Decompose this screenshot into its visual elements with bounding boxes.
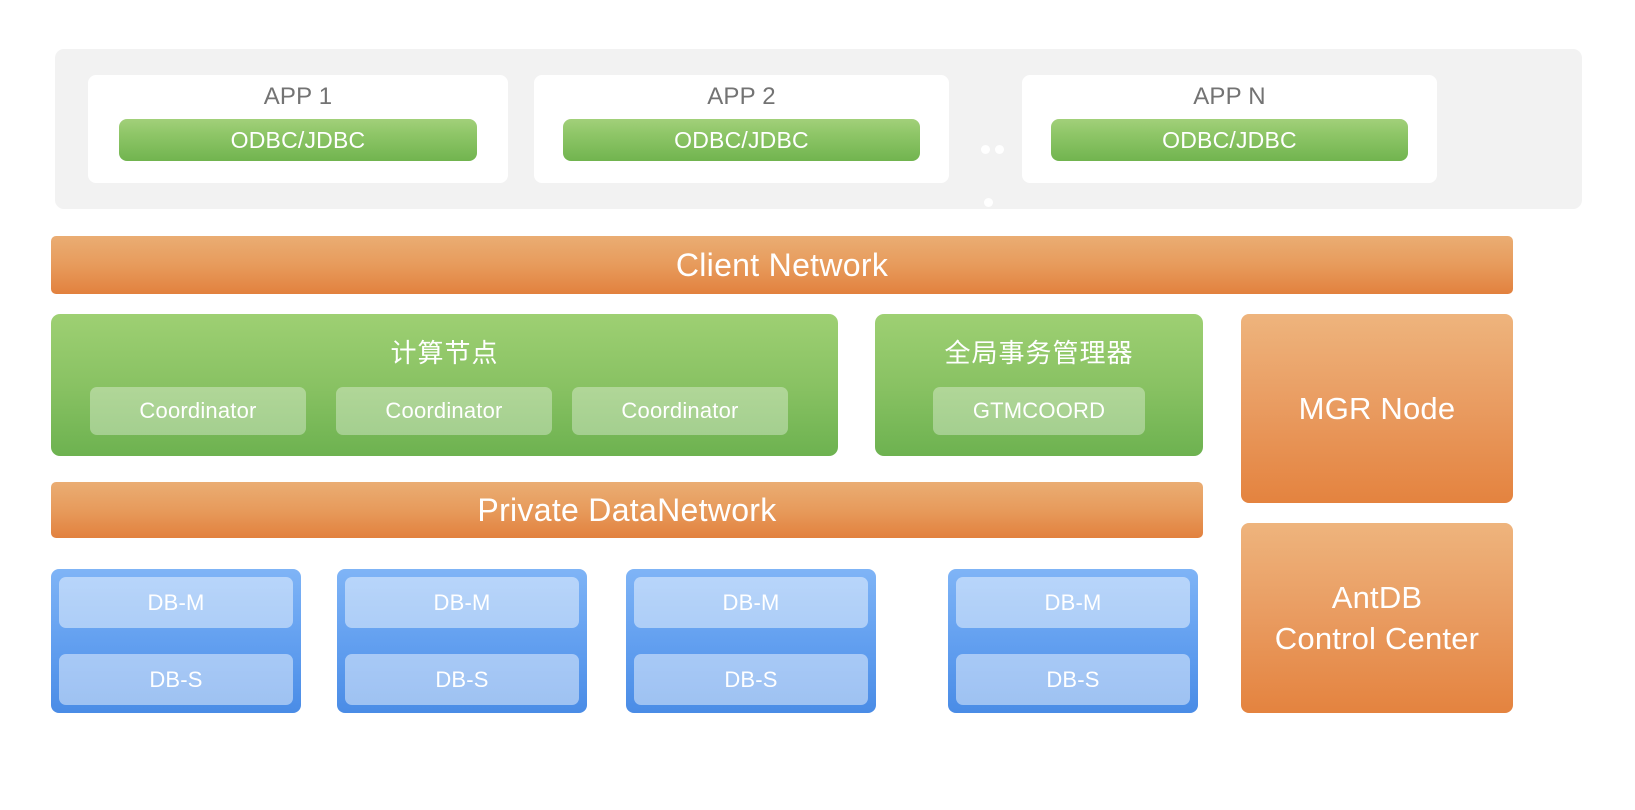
app-title: APP 1: [263, 83, 333, 110]
dots-separator-icon: [995, 145, 1004, 154]
coordinator-node-3[interactable]: Coordinator: [572, 387, 788, 435]
db-slave[interactable]: DB-S: [634, 654, 868, 705]
private-data-network-bar: Private DataNetwork: [51, 482, 1203, 538]
db-slave[interactable]: DB-S: [59, 654, 293, 705]
db-master[interactable]: DB-M: [956, 577, 1190, 628]
odbc-jdbc-connector[interactable]: ODBC/JDBC: [563, 119, 920, 161]
db-master[interactable]: DB-M: [634, 577, 868, 628]
app-title: APP 2: [707, 83, 776, 110]
antdb-control-center-card[interactable]: AntDB Control Center: [1241, 523, 1513, 713]
app-panel-1[interactable]: APP 1 ODBC/JDBC: [88, 75, 508, 183]
application-band: APP 1 ODBC/JDBC APP 2 ODBC/JDBC APP N OD…: [55, 49, 1582, 209]
global-transaction-manager-group: 全局事务管理器 GTMCOORD: [875, 314, 1203, 456]
app-panel-n[interactable]: APP N ODBC/JDBC: [1022, 75, 1437, 183]
client-network-bar: Client Network: [51, 236, 1513, 294]
db-slave[interactable]: DB-S: [956, 654, 1190, 705]
compute-node-title: 计算节点: [390, 338, 499, 368]
dots-separator-icon: [984, 198, 993, 207]
gtmcoord-node[interactable]: GTMCOORD: [933, 387, 1145, 435]
gtm-title: 全局事务管理器: [944, 338, 1134, 368]
db-slave[interactable]: DB-S: [345, 654, 579, 705]
db-master[interactable]: DB-M: [59, 577, 293, 628]
coordinator-node-2[interactable]: Coordinator: [336, 387, 552, 435]
app-panel-2[interactable]: APP 2 ODBC/JDBC: [534, 75, 949, 183]
db-cluster-2: DB-M DB-S: [337, 569, 587, 713]
db-master[interactable]: DB-M: [345, 577, 579, 628]
db-cluster-1: DB-M DB-S: [51, 569, 301, 713]
coordinator-node-1[interactable]: Coordinator: [90, 387, 306, 435]
odbc-jdbc-connector[interactable]: ODBC/JDBC: [119, 119, 477, 161]
odbc-jdbc-connector[interactable]: ODBC/JDBC: [1051, 119, 1408, 161]
db-cluster-3: DB-M DB-S: [626, 569, 876, 713]
db-cluster-4: DB-M DB-S: [948, 569, 1198, 713]
compute-node-group: 计算节点 Coordinator Coordinator Coordinator: [51, 314, 838, 456]
app-title: APP N: [1193, 83, 1266, 110]
dots-separator-icon: [981, 145, 990, 154]
mgr-node-card[interactable]: MGR Node: [1241, 314, 1513, 503]
